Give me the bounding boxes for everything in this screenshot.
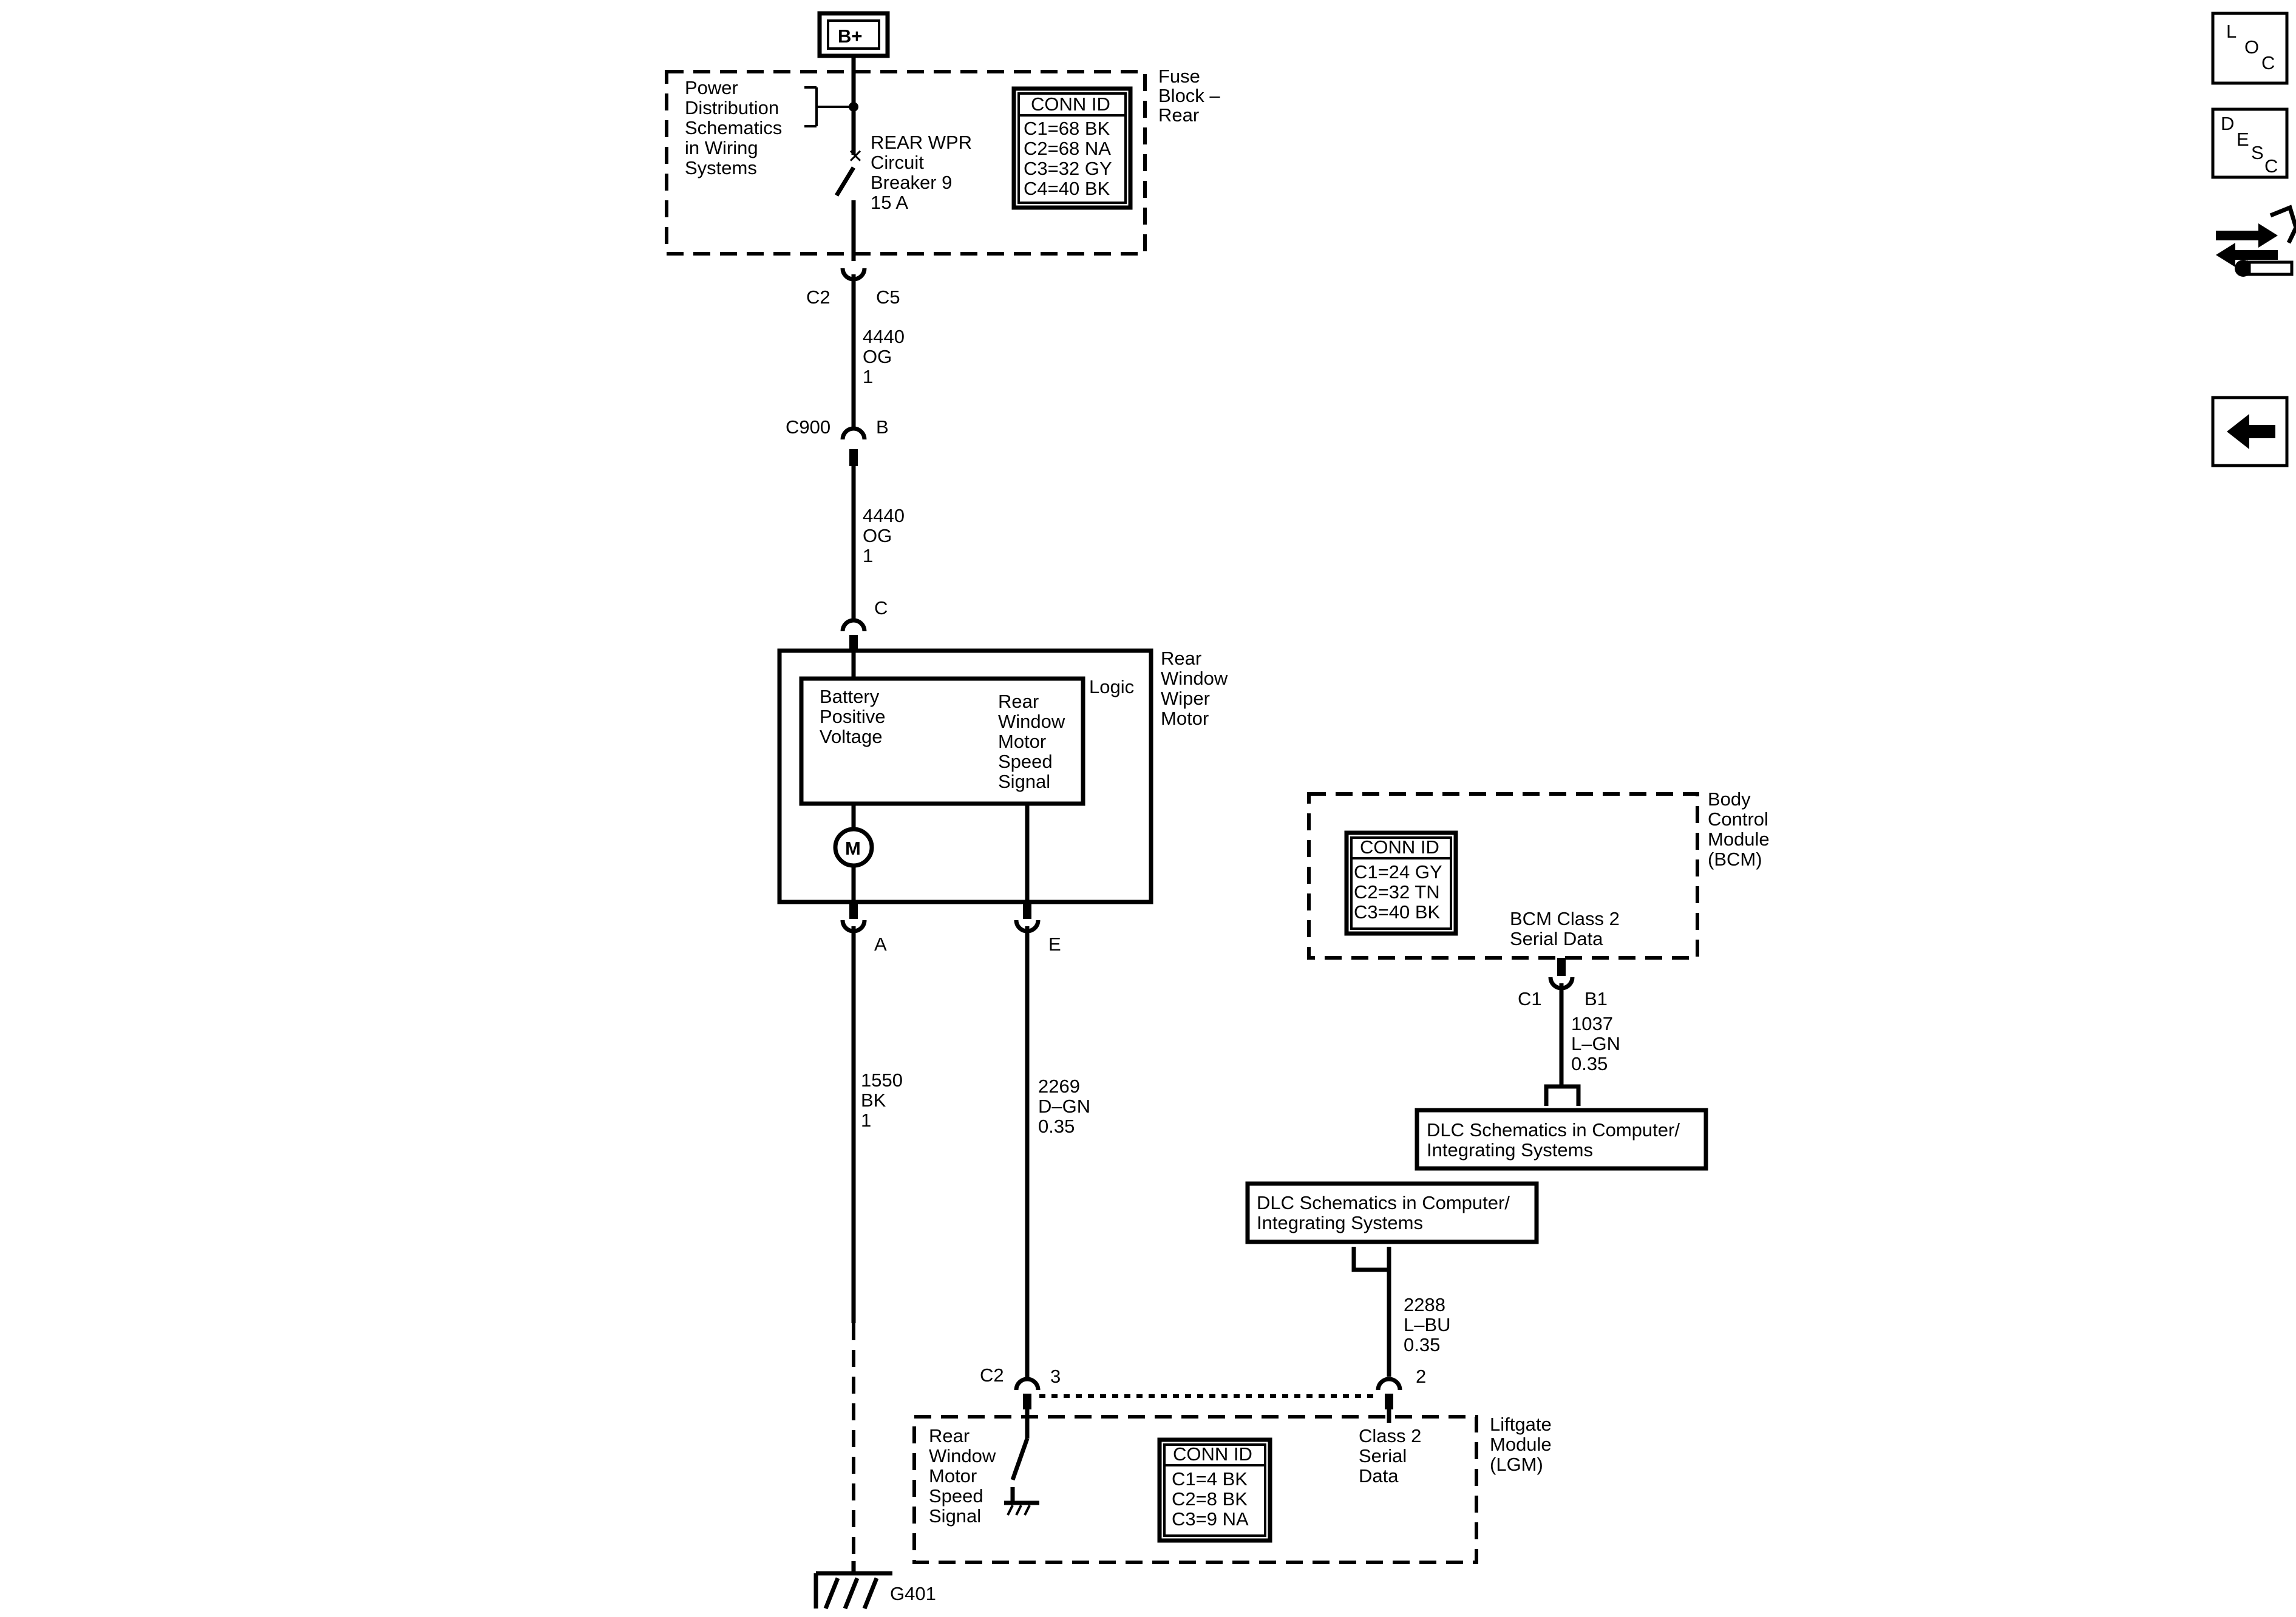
bcm-c1-label: C1	[1518, 988, 1542, 1009]
wire-4440-upper-label: 4440 OG 1	[863, 326, 910, 387]
svg-text:CONN ID: CONN ID	[1173, 1443, 1252, 1465]
conn-c5-label: C5	[876, 286, 900, 308]
loc-letter-l: L	[2226, 21, 2237, 42]
wire-2269-label: 2269 D–GN 0.35	[1038, 1076, 1096, 1137]
arrows-wrench-icon[interactable]	[2216, 205, 2296, 277]
svg-text:C1=4 BK C2=8 BK C3: C1=4 BK C2=8 BK C3=9 NA	[1172, 1468, 1253, 1530]
wire-4440-lower-label: 4440 OG 1	[863, 505, 910, 566]
bcm-b1-label: B1	[1584, 988, 1608, 1009]
rear-wiper-motor-title: Rear Window Wiper Motor	[1161, 648, 1233, 729]
lgm-switch	[1010, 1437, 1030, 1481]
svg-text:CONN ID: CONN ID	[1031, 93, 1110, 115]
svg-text:DLC Schematics in Computer/: DLC Schematics in Computer/ Integrating …	[1427, 1119, 1685, 1161]
lgm-pin3-label: 3	[1050, 1366, 1061, 1387]
dlc-upper-bracket	[1544, 1084, 1581, 1106]
dlc-reference-upper[interactable]: DLC Schematics in Computer/ Integrating …	[1415, 1108, 1708, 1171]
motor-speed-signal-label: Rear Window Motor Speed Signal	[998, 691, 1070, 792]
pin-e-label: E	[1048, 934, 1061, 955]
connector-c900	[840, 426, 867, 440]
pin-b-label: B	[876, 416, 889, 438]
lgm-speed-signal-label: Rear Window Motor Speed Signal	[929, 1425, 1001, 1527]
description-button[interactable]: D E S C	[2211, 107, 2289, 179]
fuse-block-rear	[665, 70, 1147, 256]
lgm-serial-data-label: Class 2 Serial Data	[1359, 1425, 1427, 1486]
location-button[interactable]: L O C	[2211, 12, 2289, 85]
desc-letter-d: D	[2221, 113, 2234, 134]
rear-wiper-motor-box	[777, 648, 1153, 904]
b-plus-label: B+	[838, 25, 863, 47]
fuse-conn-id-table: CONN ID C1=68 BK C2=68 NA C3=32 GY C4=40…	[1011, 86, 1133, 210]
conn-c900-label: C900	[786, 416, 830, 438]
desc-letter-c: C	[2264, 155, 2278, 177]
power-distribution-note: Power Distribution Schematics in Wiring …	[685, 77, 787, 178]
ground-icon	[813, 1561, 892, 1610]
left-arrow-icon	[2227, 414, 2275, 449]
loc-letter-o: O	[2244, 36, 2259, 58]
loc-letter-c: C	[2261, 52, 2275, 73]
pin-c-label: C	[874, 597, 888, 619]
logic-box	[799, 676, 1085, 806]
wire-2288-label: 2288 L–BU 0.35	[1404, 1294, 1456, 1355]
desc-letter-e: E	[2237, 129, 2249, 150]
ground-g401-label: G401	[890, 1583, 936, 1604]
dlc-reference-lower[interactable]: DLC Schematics in Computer/ Integrating …	[1245, 1181, 1539, 1244]
logic-label: Logic	[1089, 676, 1134, 697]
body-control-module	[1307, 792, 1699, 960]
circuit-breaker-label: REAR WPR Circuit Breaker 9 15 A	[871, 132, 977, 213]
svg-text:DLC Schematics in Computer/: DLC Schematics in Computer/ Integrating …	[1257, 1192, 1515, 1233]
bcm-title: Body Control Module (BCM)	[1708, 788, 1775, 870]
fuse-block-title: Fuse Block – Rear	[1158, 66, 1225, 126]
wire-1550-label: 1550 BK 1	[861, 1070, 908, 1131]
back-button[interactable]	[2211, 396, 2289, 467]
conn-c2-label: C2	[806, 286, 830, 308]
svg-text:CONN ID: CONN ID	[1360, 836, 1439, 858]
lgm-title: Liftgate Module (LGM)	[1490, 1414, 1557, 1475]
svg-text:C1=68 BK C2=68 NA: C1=68 BK C2=68 NA C3=32 GY C4=40 BK	[1024, 118, 1117, 199]
bcm-serial-data-label: BCM Class 2 Serial Data	[1510, 908, 1625, 949]
liftgate-module	[912, 1415, 1478, 1564]
breaker-switch	[835, 166, 855, 197]
dlc-lower-bracket	[1351, 1247, 1391, 1272]
connector-pin-c	[840, 618, 867, 632]
pin-a-label: A	[874, 934, 887, 955]
breaker-x-icon: ✕	[847, 146, 863, 167]
battery-positive-label: Battery Positive Voltage	[820, 686, 891, 747]
desc-letter-s: S	[2251, 142, 2264, 163]
wire-1037-label: 1037 L–GN 0.35	[1571, 1013, 1626, 1074]
note-bracket	[804, 86, 854, 127]
lgm-ground-icon	[1004, 1487, 1039, 1516]
connector-lgm-pin3	[1014, 1377, 1041, 1391]
lgm-c2-label: C2	[980, 1364, 1004, 1386]
lgm-pin2-label: 2	[1416, 1366, 1426, 1387]
bcm-conn-id-table: CONN ID C1=24 GY C2=32 TN C3=40 BK	[1344, 830, 1458, 936]
svg-text:C1=24 GY C2=32 TN: C1=24 GY C2=32 TN C3=40 BK	[1354, 861, 1447, 923]
lgm-conn-id-table: CONN ID C1=4 BK C2=8 BK C3=9 NA	[1157, 1437, 1272, 1543]
motor-m-label: M	[845, 838, 861, 859]
connector-lgm-pin2	[1376, 1377, 1402, 1391]
